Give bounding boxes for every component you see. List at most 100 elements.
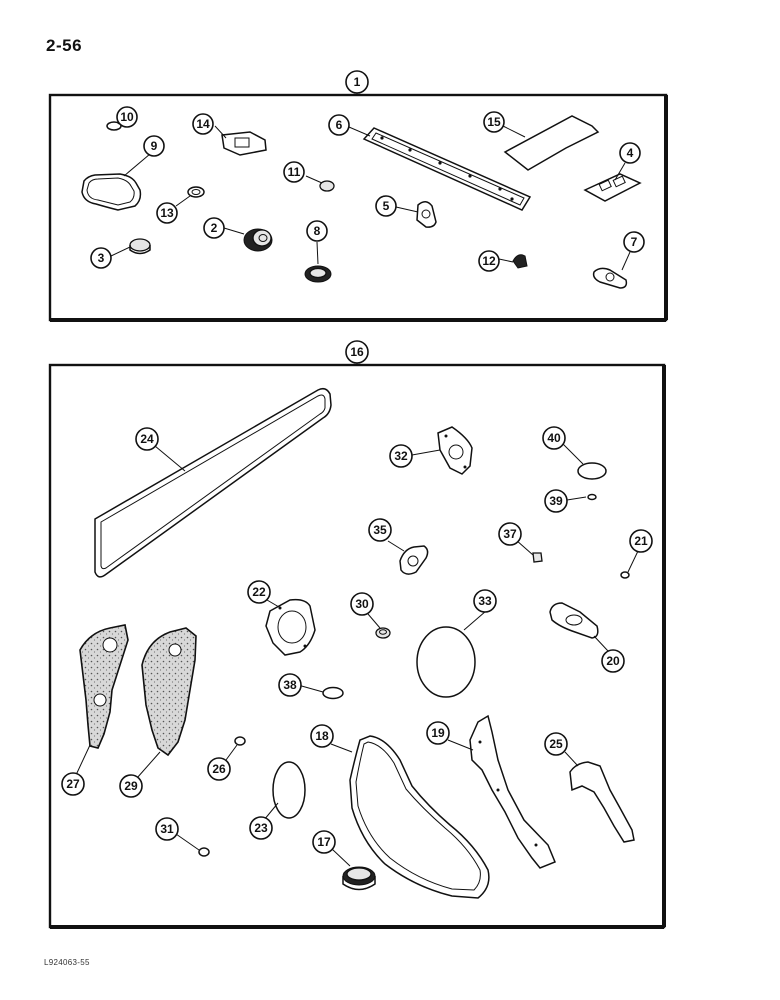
callout-label: 32 [394,449,408,463]
callout-35: 35 [368,518,392,542]
callout-25: 25 [544,732,568,756]
callout-20: 20 [601,649,625,673]
callout-2: 2 [203,217,225,239]
callout-label: 35 [373,523,387,537]
callout-22: 22 [247,580,271,604]
part-4-gasket [583,173,642,202]
callout-label: 27 [66,777,80,791]
callout-29: 29 [119,774,143,798]
part-17-seal [342,866,376,891]
part-29-gasket [141,627,197,757]
figure-code: L924063-55 [44,958,90,967]
callout-label: 6 [336,118,343,132]
callout-30: 30 [350,592,374,616]
part-25-gasket [569,761,635,843]
callout-12: 12 [478,250,500,272]
callout-31: 31 [155,817,179,841]
callout-label: 25 [549,737,563,751]
callout-label: 8 [314,224,321,238]
callout-kit-upper: 1 [345,70,369,94]
callout-label: 3 [98,251,105,265]
callout-label: 40 [547,431,561,445]
callout-18: 18 [310,724,334,748]
part-20-gasket [549,602,599,639]
callout-40: 40 [542,426,566,450]
part-3-plug [129,238,151,255]
part-23-o-ring [272,761,306,819]
upper-kit-frame [48,93,668,322]
callout-label: 33 [478,594,492,608]
callout-label: 20 [606,654,620,668]
part-6-oil-pan-gasket [362,127,532,211]
callout-label: 24 [140,432,154,446]
part-8-seal-ring [304,265,332,283]
lower-leader-lines [75,443,639,867]
part-26-o-ring [234,736,246,746]
callout-label: 10 [120,110,134,124]
part-12-plug [512,254,528,269]
callout-17: 17 [312,830,336,854]
callout-15: 15 [483,111,505,133]
callout-label: 39 [549,494,563,508]
callout-38: 38 [278,673,302,697]
callout-13: 13 [156,202,178,224]
lower-kit-frame [48,363,666,929]
callout-label: 26 [212,762,226,776]
part-37-seal [532,552,543,563]
callout-3: 3 [90,247,112,269]
callout-10: 10 [116,106,138,128]
callout-label: 29 [124,779,138,793]
part-18-timing-cover-gasket [349,735,490,899]
part-33-o-ring [416,626,476,698]
callout-23: 23 [249,816,273,840]
callout-label: 5 [383,199,390,213]
callout-label: 7 [631,235,638,249]
part-14-gasket [221,131,267,156]
part-31-o-ring [198,847,210,857]
callout-27: 27 [61,772,85,796]
callout-19: 19 [426,721,450,745]
part-30-seal [375,627,391,639]
callout-label: 21 [634,534,648,548]
callout-6: 6 [328,114,350,136]
part-10-o-ring [106,121,122,131]
callout-37: 37 [498,522,522,546]
callout-kit-lower: 16 [345,340,369,364]
callout-label: 23 [254,821,268,835]
callout-label: 31 [160,822,174,836]
part-5-gasket [416,201,437,228]
callout-label: 22 [252,585,266,599]
part-40-o-ring [577,462,607,480]
part-27-gasket [79,624,129,749]
callout-label: 16 [350,345,364,359]
callout-5: 5 [375,195,397,217]
callout-9: 9 [143,135,165,157]
callout-8: 8 [306,220,328,242]
callout-label: 4 [627,146,634,160]
callout-label: 13 [160,206,174,220]
callout-label: 14 [196,117,210,131]
callout-7: 7 [623,231,645,253]
callout-label: 30 [355,597,369,611]
callout-4: 4 [619,142,641,164]
part-13-seal-ring [187,186,205,198]
part-7-gasket [592,267,628,289]
part-22-gasket [265,598,316,656]
part-32-gasket [437,426,473,475]
part-11-seal [319,180,335,192]
callout-label: 12 [482,254,496,268]
callout-label: 37 [503,527,517,541]
callout-label: 17 [317,835,331,849]
callout-39: 39 [544,489,568,513]
upper-leader-lines [110,117,631,271]
callout-label: 38 [283,678,297,692]
part-38-o-ring [322,686,344,700]
callout-label: 19 [431,726,445,740]
callout-label: 2 [211,221,218,235]
part-35-gasket [399,545,429,575]
callout-14: 14 [192,113,214,135]
callout-24: 24 [135,427,159,451]
callout-label: 9 [151,139,158,153]
part-9-rocker-cover-gasket [81,173,142,211]
part-21-seal [620,571,630,579]
